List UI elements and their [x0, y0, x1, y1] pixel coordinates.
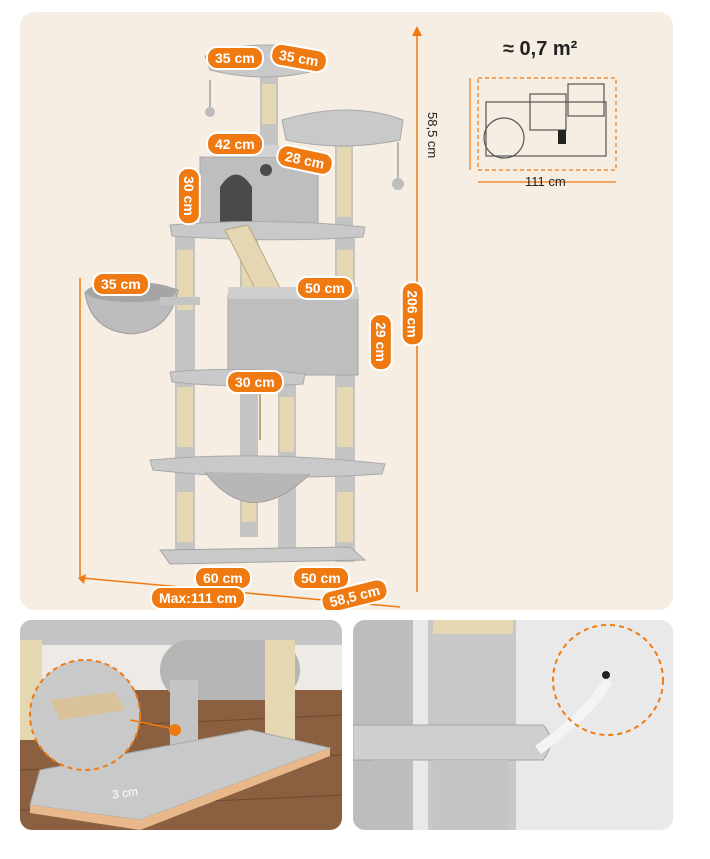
dimension-panel: ≈ 0,7 m² 58,5 cm 111 cm 35 cm 35 cm 42 c… — [20, 12, 673, 610]
hammock — [204, 471, 311, 503]
wall-strap — [535, 677, 613, 755]
footprint-depth-label: 58,5 cm — [425, 112, 440, 159]
footprint-diagram — [469, 77, 617, 183]
platform — [353, 724, 551, 761]
area-label: ≈ 0,7 m² — [503, 38, 578, 60]
screw-icon — [169, 724, 181, 736]
dim-condo-width: 50 cm — [296, 276, 354, 300]
footprint-shape — [483, 117, 525, 159]
dim-total-height: 206 cm — [400, 281, 425, 347]
detail-circle — [552, 624, 664, 736]
footprint-shape — [567, 83, 605, 117]
dim-condo-height: 29 cm — [368, 313, 393, 371]
dim-basket: 35 cm — [92, 272, 150, 296]
condo — [227, 294, 359, 376]
footprint-outline — [477, 77, 617, 171]
platform — [169, 220, 366, 241]
post — [373, 760, 413, 830]
sisal-wrap — [177, 492, 193, 542]
screw-icon — [602, 671, 610, 679]
board-edge — [30, 748, 330, 830]
sisal-wrap — [337, 492, 353, 542]
dim-max-width: Max:111 cm — [150, 586, 246, 610]
sisal-wrap — [177, 250, 193, 310]
sisal-wrap — [337, 387, 353, 447]
sisal-wrap — [262, 84, 276, 124]
basket-arm — [160, 297, 200, 305]
arrow-left-icon — [78, 574, 86, 584]
toy-ball — [205, 107, 215, 117]
board-layer — [50, 692, 125, 720]
toy-ball — [392, 178, 404, 190]
base-board — [159, 546, 367, 565]
dim-mid-platform: 30 cm — [226, 370, 284, 394]
sisal-wrap — [337, 147, 351, 217]
dim-house-height: 30 cm — [176, 167, 201, 225]
post — [433, 760, 508, 830]
footprint-mark — [558, 130, 566, 144]
footprint-shape — [529, 93, 567, 131]
sisal-post — [265, 640, 295, 750]
dim-base-depth: 50 cm — [292, 566, 350, 590]
dim-house-width: 42 cm — [206, 132, 264, 156]
house-peephole — [260, 164, 272, 176]
house-entrance — [220, 174, 252, 227]
footprint-width-label: 111 cm — [525, 174, 566, 189]
sisal-wrap — [280, 397, 294, 452]
base-detail-photo: 3 cm — [20, 620, 342, 830]
sisal-wrap — [177, 387, 193, 447]
footprint-shape — [485, 101, 607, 157]
side-perch — [281, 109, 404, 147]
sisal-wrap — [433, 620, 513, 634]
dim-top-left: 35 cm — [206, 46, 264, 70]
wall-anchor-photo — [353, 620, 673, 830]
arrow-up-icon — [412, 26, 422, 36]
post — [170, 680, 198, 750]
